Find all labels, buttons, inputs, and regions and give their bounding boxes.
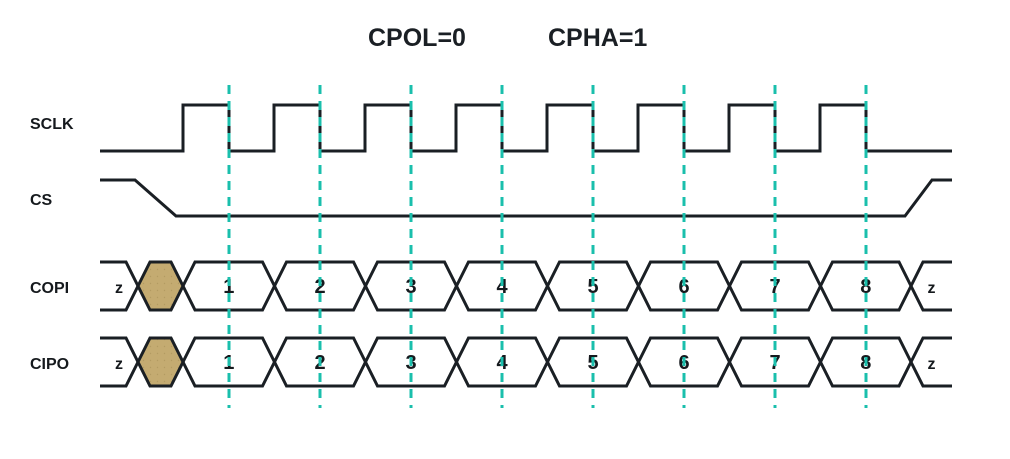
signal-label-copi: COPI xyxy=(30,280,69,297)
copi-cell-label: 7 xyxy=(769,276,780,298)
copi-cell-active xyxy=(136,260,185,312)
cipo-cell-bottom xyxy=(728,361,822,388)
cipo-cell-top xyxy=(273,336,367,363)
title-cpol: CPOL=0 xyxy=(368,24,466,52)
copi-cell-label: 5 xyxy=(587,276,598,298)
sclk-trace xyxy=(100,103,952,153)
copi-cell-label: 3 xyxy=(405,276,416,298)
cipo-cell-active xyxy=(136,336,185,388)
copi-cell-label: z xyxy=(928,280,936,297)
cipo-cell-bottom xyxy=(100,361,140,388)
copi-cell-top xyxy=(100,260,140,287)
copi-cell-label: 2 xyxy=(314,276,325,298)
cipo-cell-top xyxy=(728,336,822,363)
cs-trace xyxy=(100,178,952,218)
cipo-cell-top xyxy=(181,336,276,363)
cipo-cell-bottom xyxy=(273,361,367,388)
copi-cell-label: 8 xyxy=(860,276,871,298)
sclk-waveform xyxy=(100,103,952,153)
copi-cell-bottom xyxy=(100,285,140,312)
copi-cell-top xyxy=(909,260,952,287)
copi-cell-bottom xyxy=(909,285,952,312)
cipo-cell-top xyxy=(455,336,549,363)
cipo-cell-top xyxy=(364,336,458,363)
cipo-cell-bottom xyxy=(909,361,952,388)
cipo-cell-bottom xyxy=(364,361,458,388)
cs-waveform xyxy=(100,178,952,218)
cipo-cell-top xyxy=(546,336,640,363)
sample-edge-markers xyxy=(227,85,868,408)
cipo-cell-top xyxy=(100,336,140,363)
title-cpha: CPHA=1 xyxy=(548,24,647,52)
signal-label-sclk: SCLK xyxy=(30,116,74,133)
cipo-cell-bottom xyxy=(455,361,549,388)
cipo-cell-top xyxy=(909,336,952,363)
cipo-cell-bottom xyxy=(637,361,731,388)
signal-label-cipo: CIPO xyxy=(30,356,69,373)
cipo-cell-bottom xyxy=(546,361,640,388)
signal-label-cs: CS xyxy=(30,192,53,209)
cipo-cell-label: z xyxy=(115,356,123,373)
copi-cell-label: 4 xyxy=(496,276,508,298)
cipo-cell-bottom xyxy=(819,361,913,388)
copi-cell-label: z xyxy=(115,280,123,297)
cipo-cell-top xyxy=(819,336,913,363)
copi-cell-label: 1 xyxy=(223,276,234,298)
cipo-cell-top xyxy=(637,336,731,363)
copi-cell-label: 6 xyxy=(678,276,689,298)
cipo-cell-label: z xyxy=(928,356,936,373)
cipo-cell-bottom xyxy=(181,361,276,388)
